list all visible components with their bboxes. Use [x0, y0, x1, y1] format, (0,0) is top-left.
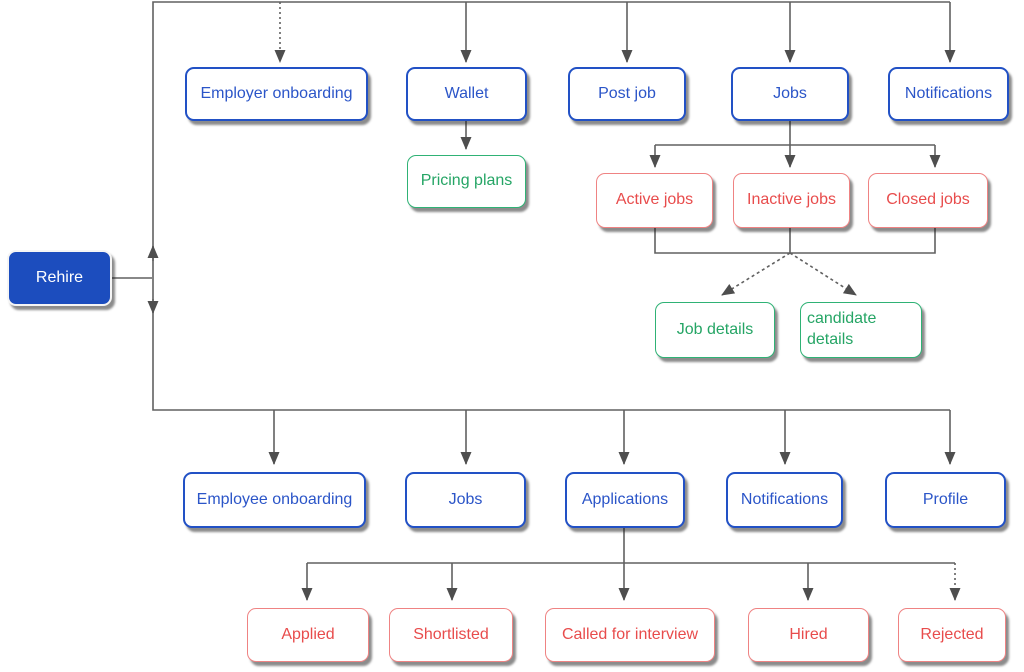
node-applications: Applications — [565, 472, 685, 528]
node-pricing-plans: Pricing plans — [407, 155, 526, 208]
node-employer-jobs: Jobs — [731, 67, 849, 121]
edge-applications-branch-rail — [307, 528, 955, 564]
node-post-job: Post job — [568, 67, 686, 121]
node-applied: Applied — [247, 608, 369, 662]
edge-to-job-details — [721, 252, 791, 296]
node-shortlisted: Shortlisted — [389, 608, 513, 662]
node-rehire: Rehire — [7, 250, 112, 306]
node-employee-onboarding: Employee onboarding — [183, 472, 366, 528]
node-employee-notifications: Notifications — [726, 472, 843, 528]
node-employee-jobs: Jobs — [405, 472, 526, 528]
node-called-for-interview: Called for interview — [545, 608, 715, 662]
edge-main-frame — [152, 1, 950, 411]
node-employer-onboarding: Employer onboarding — [185, 67, 368, 121]
node-hired: Hired — [748, 608, 869, 662]
node-inactive-jobs: Inactive jobs — [733, 173, 850, 228]
node-active-jobs: Active jobs — [596, 173, 713, 228]
edge-to-candidate-details — [789, 252, 857, 296]
edge-jobs-branch-rail — [655, 121, 935, 146]
node-job-details: Job details — [655, 302, 775, 358]
node-candidate-details: candidate details — [800, 302, 922, 358]
edge-jobs-merge-rail — [654, 228, 936, 254]
node-employer-notifications: Notifications — [888, 67, 1009, 121]
node-profile: Profile — [885, 472, 1006, 528]
node-closed-jobs: Closed jobs — [868, 173, 988, 228]
node-rejected: Rejected — [898, 608, 1006, 662]
node-wallet: Wallet — [406, 67, 527, 121]
